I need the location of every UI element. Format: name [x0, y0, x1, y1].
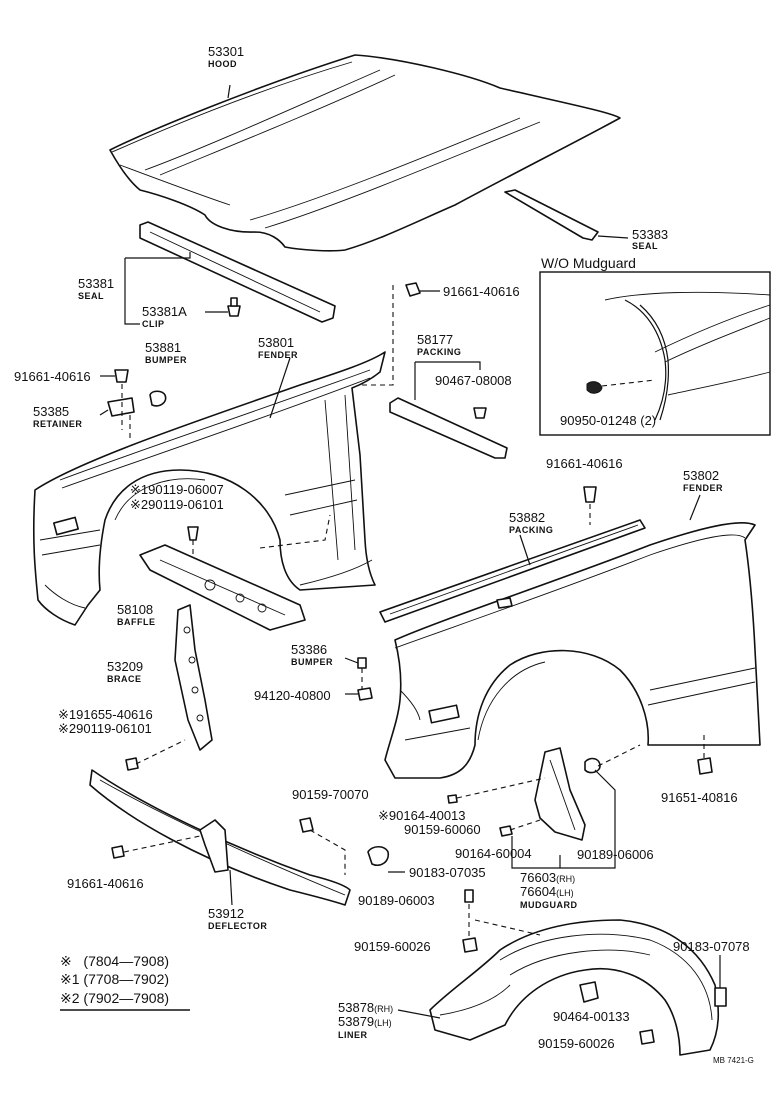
seal-53381-number: 53381: [78, 276, 115, 291]
packing-58177-drawing: [360, 282, 508, 459]
deflector-name: DEFLECTOR: [208, 921, 268, 931]
liner-number-lh: 53879(LH): [338, 1015, 392, 1030]
bumper-53386-name: BUMPER: [291, 657, 334, 667]
deflector-number: 53912: [208, 906, 245, 921]
brace-number: 53209: [107, 659, 144, 674]
bumper-53881-number: 53881: [145, 340, 182, 355]
mudguard-drawing: [447, 744, 641, 869]
retainer-number: 53385: [33, 404, 70, 419]
legend-row-1: ※1 (7708—7902): [60, 971, 169, 987]
fastener-91661-right: 91661-40616: [546, 456, 623, 471]
fastener-90183-07078: 90183-07078: [673, 939, 750, 954]
fastener-94120: 94120-40800: [254, 688, 331, 703]
fender-53801-number: 53801: [258, 335, 295, 350]
retainer-name: RETAINER: [33, 419, 83, 429]
packing-53882-drawing: [379, 486, 646, 623]
liner-drawing: [397, 889, 727, 1056]
fender-53801-drawing: [32, 351, 386, 626]
fastener-90950: 90950-01248 (2): [560, 413, 657, 428]
liner-tag-rh: (RH): [374, 1004, 394, 1014]
fastener-90189-06006: 90189-06006: [577, 847, 654, 862]
baffle-name: BAFFLE: [117, 617, 156, 627]
liner-name: LINER: [338, 1030, 368, 1040]
liner-num-lh: 53879: [338, 1014, 375, 1029]
deflector-53912-drawing: [89, 769, 351, 906]
fastener-90159-60026-a: 90159-60026: [354, 939, 431, 954]
legend-mark-0: ※: [60, 953, 72, 969]
fastener-90164-40013: ※90164-40013: [378, 808, 466, 823]
inset-box-drawing: [539, 271, 771, 436]
fastener-91651-drawing: [697, 735, 713, 775]
mudguard-number-rh: 76603(RH): [520, 871, 575, 886]
mudguard-num-lh: 76604: [520, 884, 557, 899]
liner-num-rh: 53878: [338, 1000, 375, 1015]
clip-number: 53381A: [142, 304, 187, 319]
fastener-290119-b: ※290119-06101: [58, 721, 152, 736]
fastener-190119: ※190119-06007: [130, 482, 224, 497]
mudguard-tag-rh: (RH): [556, 874, 576, 884]
clip-53381a-drawing: [205, 297, 241, 317]
bumper-53386-number: 53386: [291, 642, 328, 657]
fastener-90464: 90464-00133: [553, 1009, 630, 1024]
fastener-90159-60060: 90159-60060: [404, 822, 481, 837]
fastener-90159-60026-b: 90159-60026: [538, 1036, 615, 1051]
reference-code: MB 7421-G: [713, 1056, 754, 1065]
fender-53802-name: FENDER: [683, 483, 724, 493]
packing-53882-number: 53882: [509, 510, 546, 525]
fastener-91661-left: 91661-40616: [14, 369, 91, 384]
legend-row-0: ※ (7804—7908): [60, 953, 169, 969]
fastener-91661-bottom: 91661-40616: [67, 876, 144, 891]
clip-name: CLIP: [142, 319, 165, 329]
lh-fender-fasteners-drawing: [99, 369, 167, 440]
fastener-90467: 90467-08008: [435, 373, 512, 388]
inset-title: W/O Mudguard: [541, 255, 636, 271]
legend-range-0: (7804—7908): [83, 953, 170, 969]
seal-53383-number: 53383: [632, 227, 669, 242]
seal-53381-name: SEAL: [78, 291, 105, 301]
seal-53383-drawing: [504, 189, 629, 241]
hood-name: HOOD: [208, 59, 237, 69]
packing-53882-name: PACKING: [509, 525, 554, 535]
hood-drawing: [109, 54, 621, 252]
legend-range-1: (7708—7902): [83, 971, 170, 987]
brace-name: BRACE: [107, 674, 142, 684]
mudguard-name: MUDGUARD: [520, 900, 578, 910]
fastener-290119-a: ※290119-06101: [130, 497, 224, 512]
fastener-90159-70070: 90159-70070: [292, 787, 369, 802]
baffle-58108-drawing: [139, 514, 331, 631]
packing-58177-name: PACKING: [417, 347, 462, 357]
legend-range-2: (7902—7908): [83, 990, 170, 1006]
fastener-90189-06003: 90189-06003: [358, 893, 435, 908]
fender-53802-number: 53802: [683, 468, 720, 483]
seal-53383-name: SEAL: [632, 241, 659, 251]
liner-tag-lh: (LH): [374, 1018, 392, 1028]
fastener-90164-60004: 90164-60004: [455, 846, 532, 861]
legend-row-2: ※2 (7902—7908): [60, 990, 169, 1006]
fastener-90183-07035: 90183-07035: [409, 865, 486, 880]
mudguard-number-lh: 76604(LH): [520, 885, 574, 900]
mudguard-num-rh: 76603: [520, 870, 557, 885]
packing-58177-number: 58177: [417, 332, 454, 347]
fastener-191655: ※191655-40616: [58, 707, 153, 722]
baffle-number: 58108: [117, 602, 154, 617]
mudguard-tag-lh: (LH): [556, 888, 574, 898]
fastener-91661-top: 91661-40616: [443, 284, 520, 299]
center-fasteners-drawing: [299, 657, 405, 875]
hood-number: 53301: [208, 44, 245, 59]
brace-53209-drawing: [125, 604, 213, 771]
liner-number-rh: 53878(RH): [338, 1001, 393, 1016]
legend-mark-2: ※2: [60, 990, 80, 1006]
fender-53802-drawing: [384, 494, 761, 779]
seal-53381-drawing: [124, 221, 336, 325]
bumper-53881-name: BUMPER: [145, 355, 188, 365]
fender-53801-name: FENDER: [258, 350, 299, 360]
legend-mark-1: ※1: [60, 971, 80, 987]
fastener-91651: 91651-40816: [661, 790, 738, 805]
